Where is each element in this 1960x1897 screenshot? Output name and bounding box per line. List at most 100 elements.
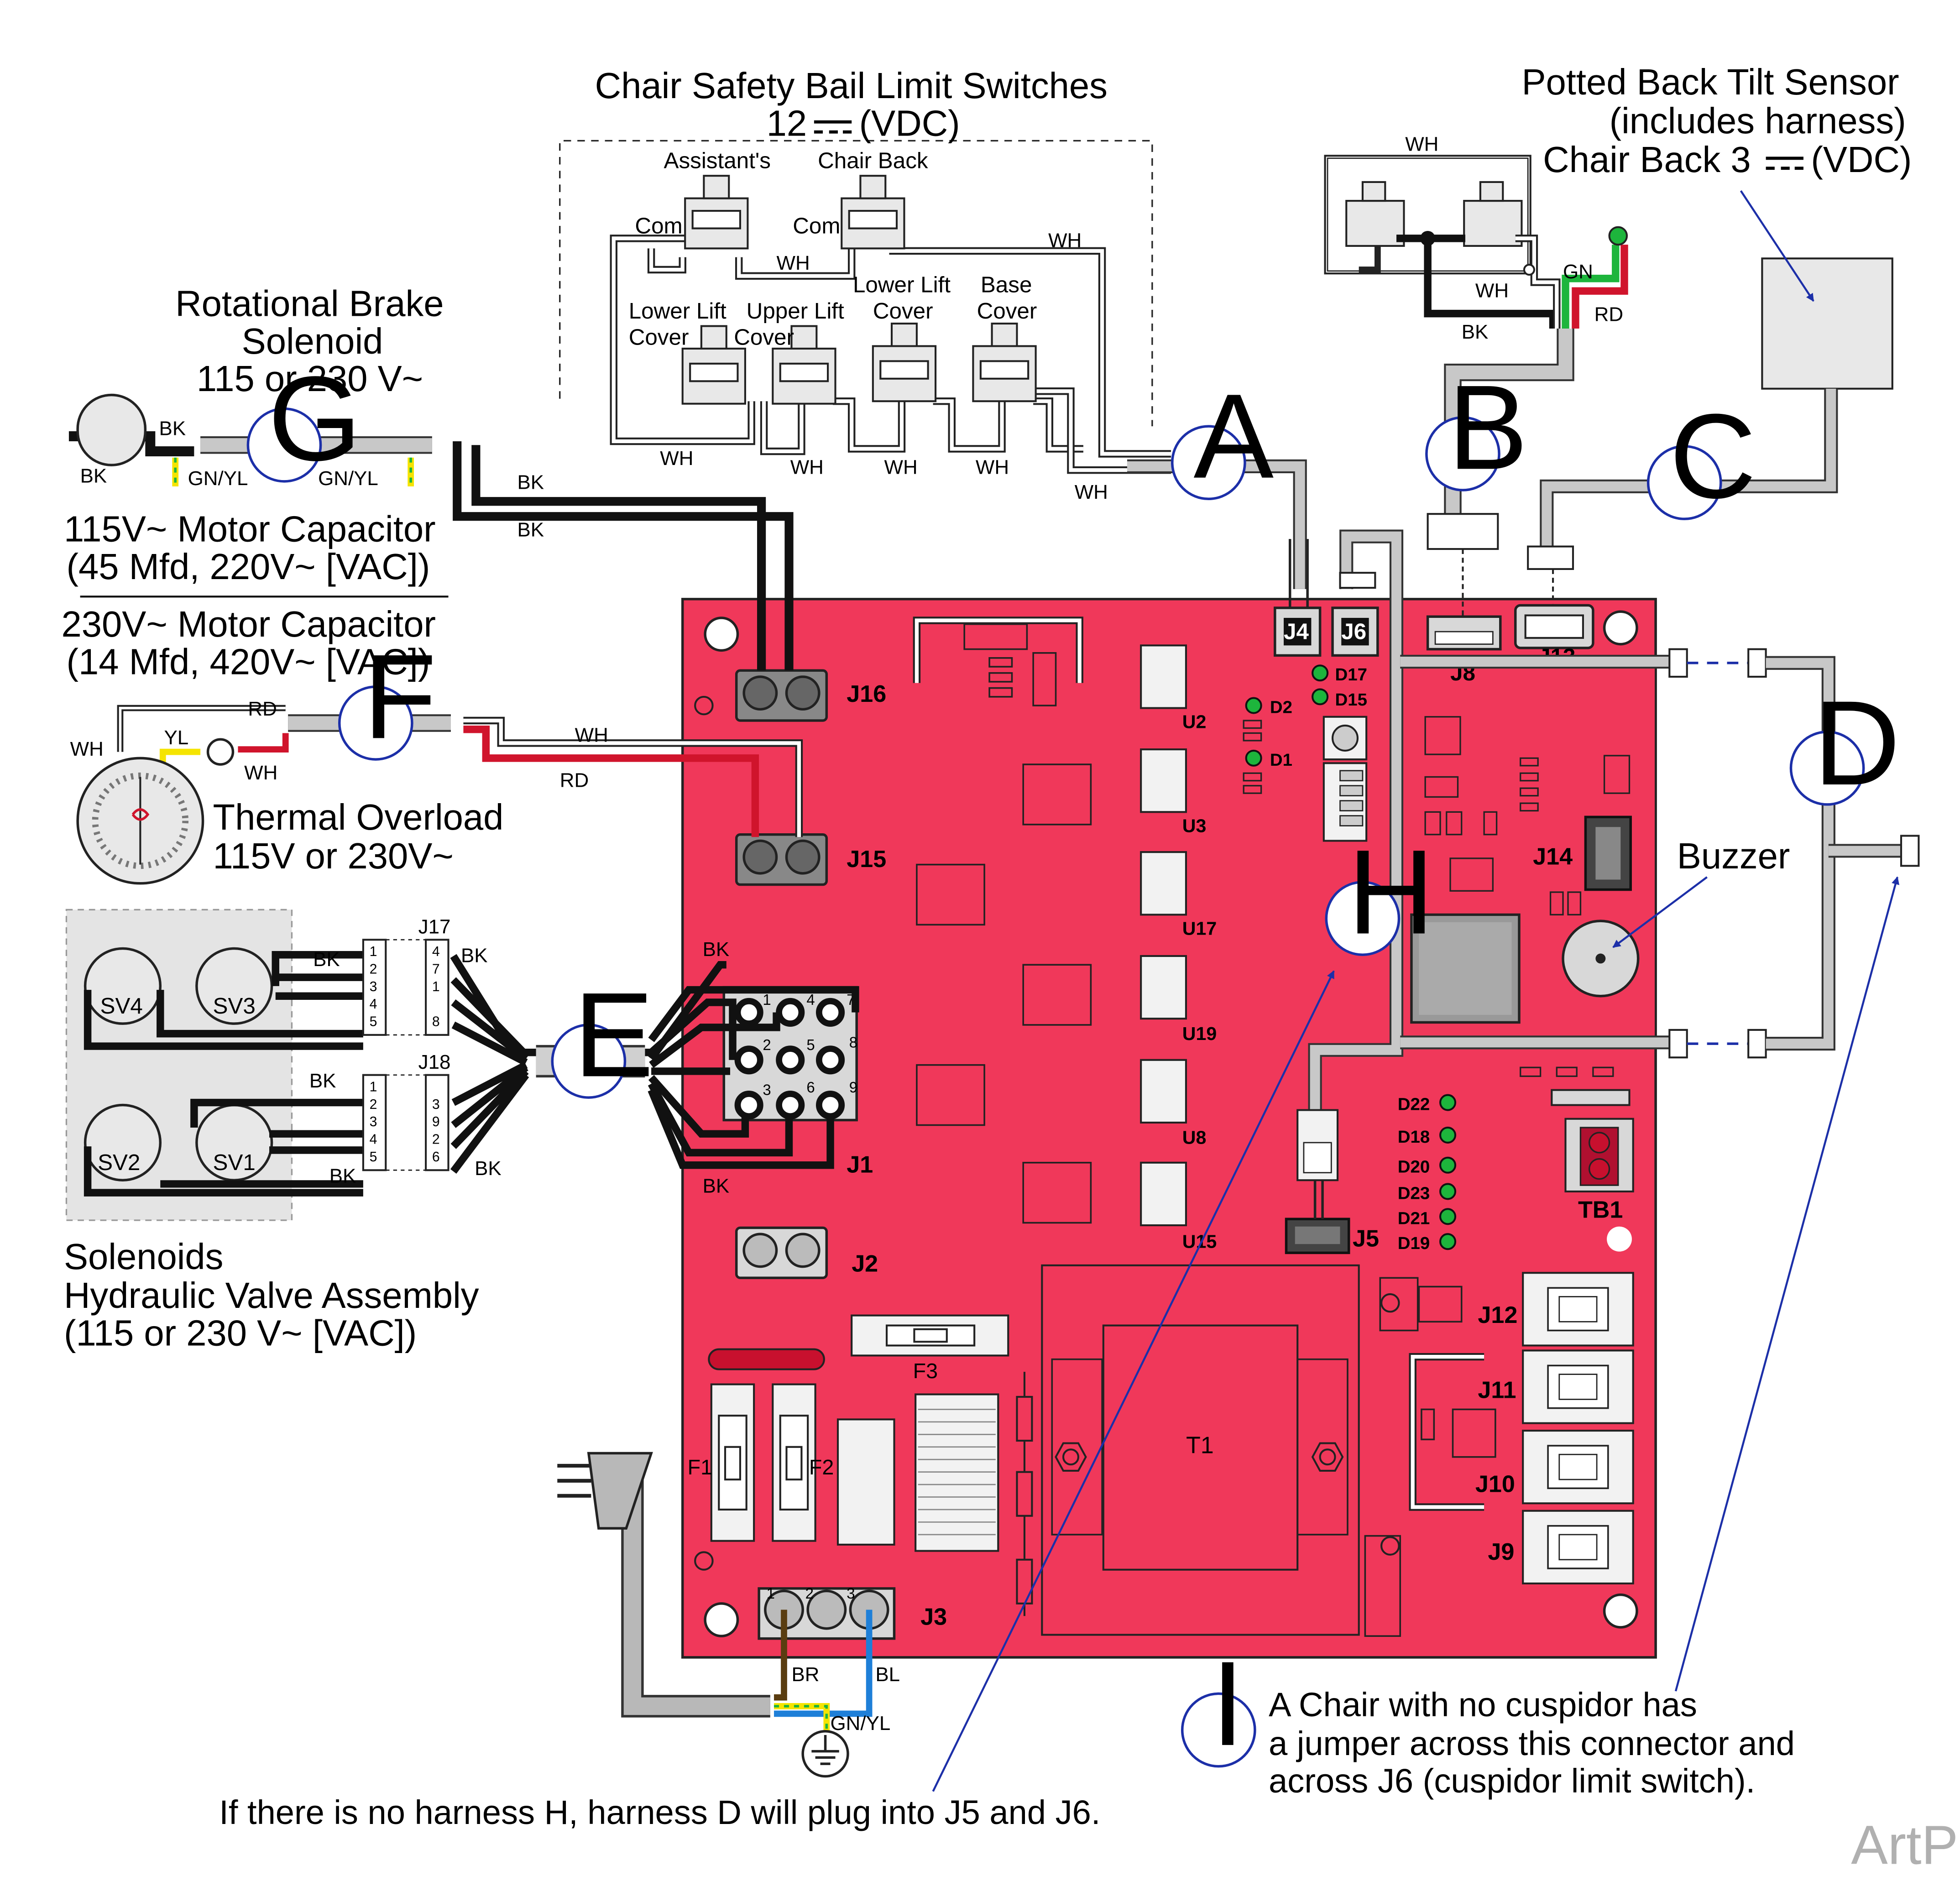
wire-label-bk: BK (475, 1157, 502, 1180)
jack-j10[interactable] (1522, 1430, 1634, 1505)
connector-j4[interactable] (1274, 606, 1322, 657)
small-hole (1380, 1536, 1400, 1556)
switch-com-label: Com (793, 213, 840, 238)
jack-j11[interactable] (1522, 1349, 1634, 1424)
wire-label-wh: WH (660, 447, 693, 470)
title-sol-1: Solenoids (64, 1236, 224, 1277)
connector-j3[interactable] (758, 1587, 896, 1640)
wire-label-wh: WH (575, 724, 608, 747)
wire-label-wh: WH (1048, 230, 1082, 252)
solenoid-label: SV1 (213, 1150, 256, 1175)
led-label: D1 (1270, 750, 1292, 770)
wire-label-wh: WH (790, 456, 824, 478)
jack-j12[interactable] (1522, 1272, 1634, 1347)
harness-d[interactable]: D (1400, 648, 1920, 1059)
harness-f[interactable]: F (76, 629, 803, 885)
title-brake-3: 115 or 230 V~ (197, 358, 423, 399)
wire-label-br: BR (791, 1663, 819, 1686)
buzzer[interactable] (1562, 920, 1640, 998)
plug-pin: 3 (370, 979, 377, 994)
title-cap115-1: 115V~ Motor Capacitor (64, 509, 436, 549)
harness-letter-d: D (1814, 675, 1900, 810)
plug-j17[interactable] (362, 939, 449, 1036)
connector-j8[interactable] (1426, 615, 1502, 651)
title-sol-3: (115 or 230 V~ [VAC]) (64, 1312, 417, 1353)
wire-label-yl: YL (164, 726, 189, 749)
j1-pin: 4 (806, 991, 815, 1008)
wire-label-wh: WH (244, 762, 277, 784)
wire-label-bk: BK (703, 1175, 730, 1197)
switch-label: Base (981, 272, 1032, 297)
switch-assistants[interactable] (684, 175, 749, 250)
solenoid-label: SV3 (213, 993, 256, 1019)
connector-j15[interactable] (735, 833, 828, 886)
note-cuspidor-2: a jumper across this connector and (1269, 1725, 1795, 1762)
wire-label-bk: BK (80, 465, 107, 487)
switch-chair-back[interactable] (841, 175, 905, 250)
plug-pin: 4 (370, 1132, 377, 1147)
label-j9: J9 (1488, 1539, 1514, 1565)
harness-c[interactable]: C (1527, 257, 1893, 606)
jack-j9[interactable] (1522, 1510, 1634, 1584)
wire-label-wh: WH (1075, 481, 1108, 503)
connector-j6[interactable] (1331, 606, 1379, 657)
switch-base-cover[interactable] (972, 322, 1037, 402)
title-brake-1: Rotational Brake (175, 283, 444, 324)
ground-icon (801, 1730, 849, 1778)
dc-symbol-icon (814, 120, 852, 134)
title-sol-2: Hydraulic Valve Assembly (64, 1275, 479, 1316)
solenoid-group: SV4 SV3 SV2 SV1 (65, 909, 293, 1221)
connector-j2[interactable] (735, 1226, 828, 1280)
led-group-top (1245, 664, 1329, 767)
chip-column (1140, 644, 1187, 1227)
switch-lower-lift-2[interactable] (872, 322, 937, 402)
title-tilt-3a: Chair Back 3 (1543, 139, 1751, 180)
fuse-f1[interactable] (710, 1383, 755, 1542)
harness-h[interactable] (1296, 529, 1404, 1219)
wire-label-bl: BL (875, 1663, 900, 1686)
connector-j14[interactable] (1584, 815, 1632, 891)
switch-lower-lift-1[interactable] (681, 325, 746, 405)
title-buzzer: Buzzer (1677, 836, 1790, 876)
watermark: ArtParts (1851, 1814, 1960, 1876)
plug-pin: 3 (432, 1097, 440, 1112)
plug-pin: 3 (370, 1114, 377, 1129)
label-j11: J11 (1478, 1377, 1516, 1404)
tilt-sensor-switches[interactable] (1345, 181, 1523, 247)
label-f1: F1 (688, 1455, 712, 1479)
wire-label-bk: BK (309, 1070, 336, 1092)
fuse-f3[interactable] (851, 1314, 1009, 1357)
connector-j13[interactable] (1514, 604, 1594, 649)
label-j14: J14 (1533, 844, 1573, 870)
harness-b[interactable]: B (1425, 329, 1574, 617)
small-hole (694, 1551, 714, 1571)
label-j10: J10 (1475, 1471, 1515, 1498)
plug-pin: 2 (432, 1132, 440, 1147)
control-board: U2 U3 U17 U19 U8 U15 J16 (681, 598, 1657, 1659)
plug-j18[interactable] (362, 1074, 449, 1171)
j3-pin: 2 (805, 1585, 814, 1602)
connector-j5[interactable] (1285, 1218, 1350, 1254)
switch-label: Lower Lift (629, 298, 727, 324)
small-hole (1380, 1293, 1400, 1313)
fuse-f2[interactable] (772, 1383, 816, 1542)
terminal-block-tb1[interactable] (1564, 1118, 1634, 1192)
harness-g[interactable]: G (68, 351, 794, 671)
led-label: D18 (1398, 1127, 1430, 1147)
solenoid-label: SV4 (100, 993, 143, 1019)
plug-pin: 5 (370, 1150, 377, 1165)
j1-pin: 5 (806, 1036, 815, 1053)
small-hole (1607, 1226, 1632, 1252)
harness-e[interactable] (84, 951, 859, 1197)
connector-j16[interactable] (735, 669, 828, 722)
connector-j1[interactable] (722, 986, 858, 1122)
power-cord[interactable] (557, 1452, 873, 1778)
wire-label-rd: RD (248, 698, 277, 720)
harness-letter-f: F (363, 629, 437, 763)
switch-label: Cover (629, 325, 689, 350)
chip-label-u17: U17 (1182, 918, 1217, 939)
label-j2: J2 (852, 1251, 878, 1277)
j1-pin: 3 (763, 1082, 771, 1098)
harness-a[interactable]: A (1127, 369, 1309, 608)
switch-upper-lift[interactable] (772, 325, 836, 405)
